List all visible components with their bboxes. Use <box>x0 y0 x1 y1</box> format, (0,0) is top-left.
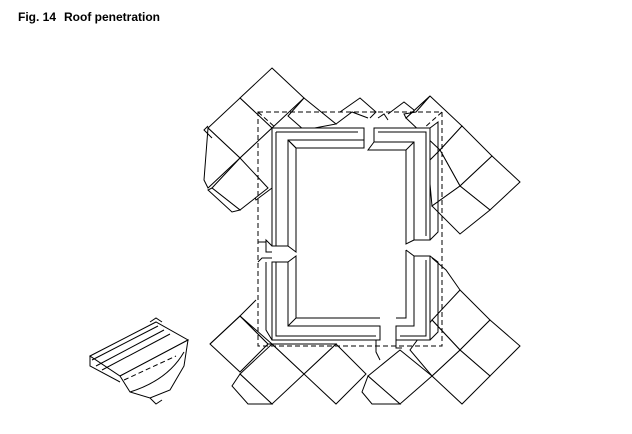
figure-number: Fig. 14 <box>18 10 57 24</box>
flashing-component-detail <box>89 317 190 405</box>
figure-title: Roof penetration <box>64 10 161 24</box>
opening-outline-dashed <box>257 111 443 347</box>
figure-caption: Fig. 14 Roof penetration <box>18 10 168 24</box>
lower-left-tiles <box>209 299 367 405</box>
bottom-right-flashing <box>395 249 439 349</box>
upper-right-tiles <box>387 95 521 235</box>
top-right-flashing <box>367 113 439 245</box>
top-left-flashing <box>258 127 365 253</box>
lower-right-tiles <box>361 257 521 405</box>
bottom-left-flashing <box>257 255 381 361</box>
